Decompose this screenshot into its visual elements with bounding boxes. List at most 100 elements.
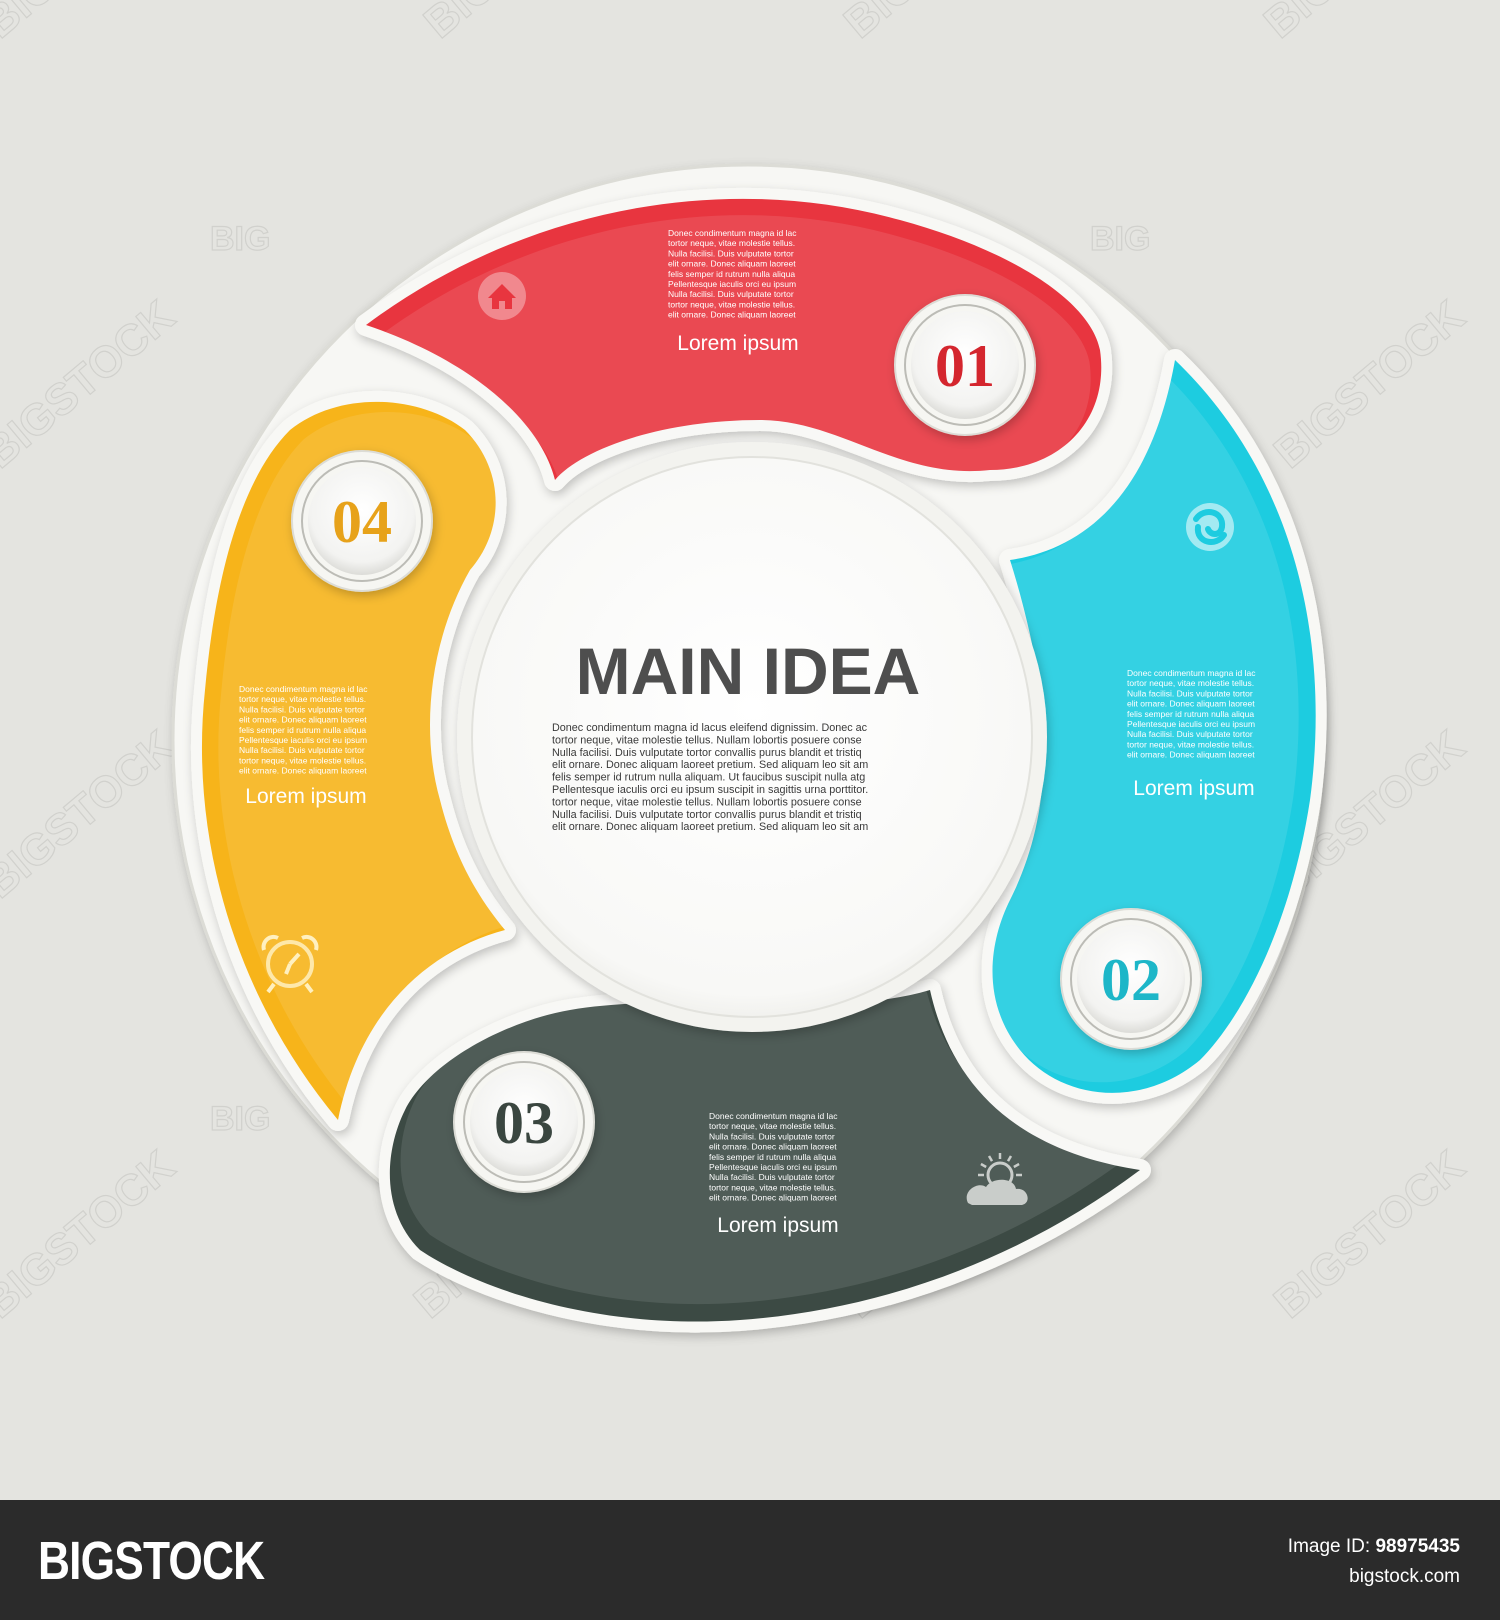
segment-text-line: Nulla facilisi. Duis vulputate tortor (1127, 729, 1253, 739)
image-id-value: 98975435 (1375, 1536, 1460, 1557)
badge-inner (308, 467, 416, 575)
segment-text-line: felis semper id rutrum nulla aliqua (709, 1152, 836, 1162)
badge-number: 01 (935, 333, 995, 399)
image-id-label: Image ID: (1287, 1536, 1371, 1557)
segment-text-line: elit ornare. Donec aliquam laoreet (668, 310, 796, 320)
segment-text-line: Nulla facilisi. Duis vulputate tortor (239, 704, 365, 714)
watermark-text: BIGSTOCK (1265, 291, 1474, 477)
segment-text-line: felis semper id rutrum nulla aliqua (239, 725, 366, 735)
badge-ring (904, 304, 1026, 426)
center-body-line: tortor neque, vitae molestie tellus. Nul… (552, 734, 862, 746)
segment-text-line: Nulla facilisi. Duis vulputate tortor (239, 745, 365, 755)
segment-text-line: elit ornare. Donec aliquam laoreet (239, 715, 367, 725)
segment-text-line: felis semper id rutrum nulla aliqua (668, 269, 795, 279)
badge-inner (470, 1068, 578, 1176)
segment-text-line: tortor neque, vitae molestie tellus. (239, 755, 366, 765)
segment-text-line: Pellentesque iaculis orci eu ipsum (709, 1162, 837, 1172)
segment-text-line: Nulla facilisi. Duis vulputate tortor (709, 1172, 835, 1182)
center-body-line: felis semper id rutrum nulla aliquam. Ut… (552, 772, 865, 784)
segment-gloss (218, 411, 513, 1109)
number-badge-01: 01 (894, 294, 1036, 436)
watermark-short: BIG (210, 220, 270, 258)
badge-number: 02 (1101, 947, 1161, 1013)
segment-text-line: tortor neque, vitae molestie tellus. (1127, 739, 1254, 749)
segment-text-line: Nulla facilisi. Duis vulputate tortor (1127, 688, 1253, 698)
segment-text-line: Donec condimentum magna id lac (709, 1111, 838, 1121)
badge-inner (911, 311, 1019, 419)
segment-text-line: elit ornare. Donec aliquam laoreet (1127, 750, 1255, 760)
watermark-text: BIGSTOCK (1255, 0, 1464, 48)
home-icon (478, 272, 526, 320)
number-badge-02: 02 (1060, 908, 1202, 1050)
segment-text-line: elit ornare. Donec aliquam laoreet (239, 766, 367, 776)
center-body-line: Pellentesque iaculis orci eu ipsum susci… (552, 784, 868, 796)
segment-text-line: tortor neque, vitae molestie tellus. (709, 1121, 836, 1131)
center-body-line: elit ornare. Donec aliquam laoreet preti… (552, 759, 868, 771)
center-body-line: Donec condimentum magna id lacus eleifen… (552, 722, 868, 734)
bigstock-logo: BIGSTOCK (38, 1531, 265, 1591)
sun-cloud-icon (966, 1153, 1028, 1205)
segment-gloss (400, 982, 1129, 1305)
segment-text-line: Pellentesque iaculis orci eu ipsum (668, 279, 796, 289)
segment-text-line: tortor neque, vitae molestie tellus. (1127, 678, 1254, 688)
segment-band (992, 360, 1316, 1093)
segment-gloss (377, 215, 1091, 488)
segment-text-line: tortor neque, vitae molestie tellus. (668, 238, 795, 248)
number-badge-04: 04 (291, 450, 433, 592)
segment-band (389, 990, 1140, 1322)
badge-number: 04 (332, 489, 392, 555)
footer-bar: BIGSTOCK Image ID: 98975435 bigstock.com (0, 1500, 1500, 1620)
segment-text-line: Pellentesque iaculis orci eu ipsum (1127, 719, 1255, 729)
watermark-short: BIG (210, 1100, 270, 1138)
segment-text-line: tortor neque, vitae molestie tellus. (239, 694, 366, 704)
segment-text-line: Nulla facilisi. Duis vulputate tortor (709, 1131, 835, 1141)
segment-text-line: Nulla facilisi. Duis vulputate tortor (668, 289, 794, 299)
center-body-line: elit ornare. Donec aliquam laoreet preti… (552, 821, 868, 833)
segment-text-line: elit ornare. Donec aliquam laoreet (709, 1193, 837, 1203)
segment-text-line: elit ornare. Donec aliquam laoreet (1127, 699, 1255, 709)
site-url: bigstock.com (1349, 1566, 1460, 1587)
badge-ring (301, 460, 423, 582)
footer-meta: Image ID: 98975435 bigstock.com (1288, 1532, 1460, 1592)
swirl-icon (1186, 503, 1234, 551)
segment-caption: Lorem ipsum (677, 332, 798, 355)
segment-caption: Lorem ipsum (245, 785, 366, 808)
center-body-line: Nulla facilisi. Duis vulputate tortor co… (552, 809, 862, 821)
watermark-text: BIGSTOCK (1265, 1141, 1474, 1327)
badge-ring (1070, 918, 1192, 1040)
segment-text-line: Donec condimentum magna id lac (239, 684, 368, 694)
segment-text-line: Nulla facilisi. Duis vulputate tortor (668, 248, 794, 258)
number-badge-03: 03 (453, 1051, 595, 1193)
segment-text-line: Donec condimentum magna id lac (1127, 668, 1256, 678)
watermark-text: BIGSTOCK (0, 1141, 184, 1327)
center-circle (471, 456, 1033, 1018)
center-body-line: tortor neque, vitae molestie tellus. Nul… (552, 796, 862, 808)
segment-caption: Lorem ipsum (717, 1214, 838, 1237)
watermark-text: BIGSTOCK (0, 721, 184, 907)
segment-text-line: felis semper id rutrum nulla aliqua (1127, 709, 1254, 719)
watermark-text: BIGSTOCK (835, 0, 1044, 48)
segment-text-line: tortor neque, vitae molestie tellus. (668, 299, 795, 309)
center-body-text: Donec condimentum magna id lacus eleifen… (552, 722, 868, 833)
watermark-text: BIGSTOCK (415, 0, 624, 48)
segment-text-line: elit ornare. Donec aliquam laoreet (668, 259, 796, 269)
badge-number: 03 (494, 1090, 554, 1156)
watermark-text: BIGSTOCK (0, 291, 184, 477)
segment-text-line: Donec condimentum magna id lac (668, 228, 797, 238)
main-idea-title: MAIN IDEA (576, 634, 921, 708)
segment-band (201, 401, 505, 1120)
watermark-text: BIGSTOCK (0, 0, 184, 48)
badge-inner (1077, 925, 1185, 1033)
segment-text-line: Pellentesque iaculis orci eu ipsum (239, 735, 367, 745)
segment-caption: Lorem ipsum (1133, 777, 1254, 800)
watermark-short: BIG (1090, 220, 1150, 258)
segment-text-line: tortor neque, vitae molestie tellus. (709, 1182, 836, 1192)
